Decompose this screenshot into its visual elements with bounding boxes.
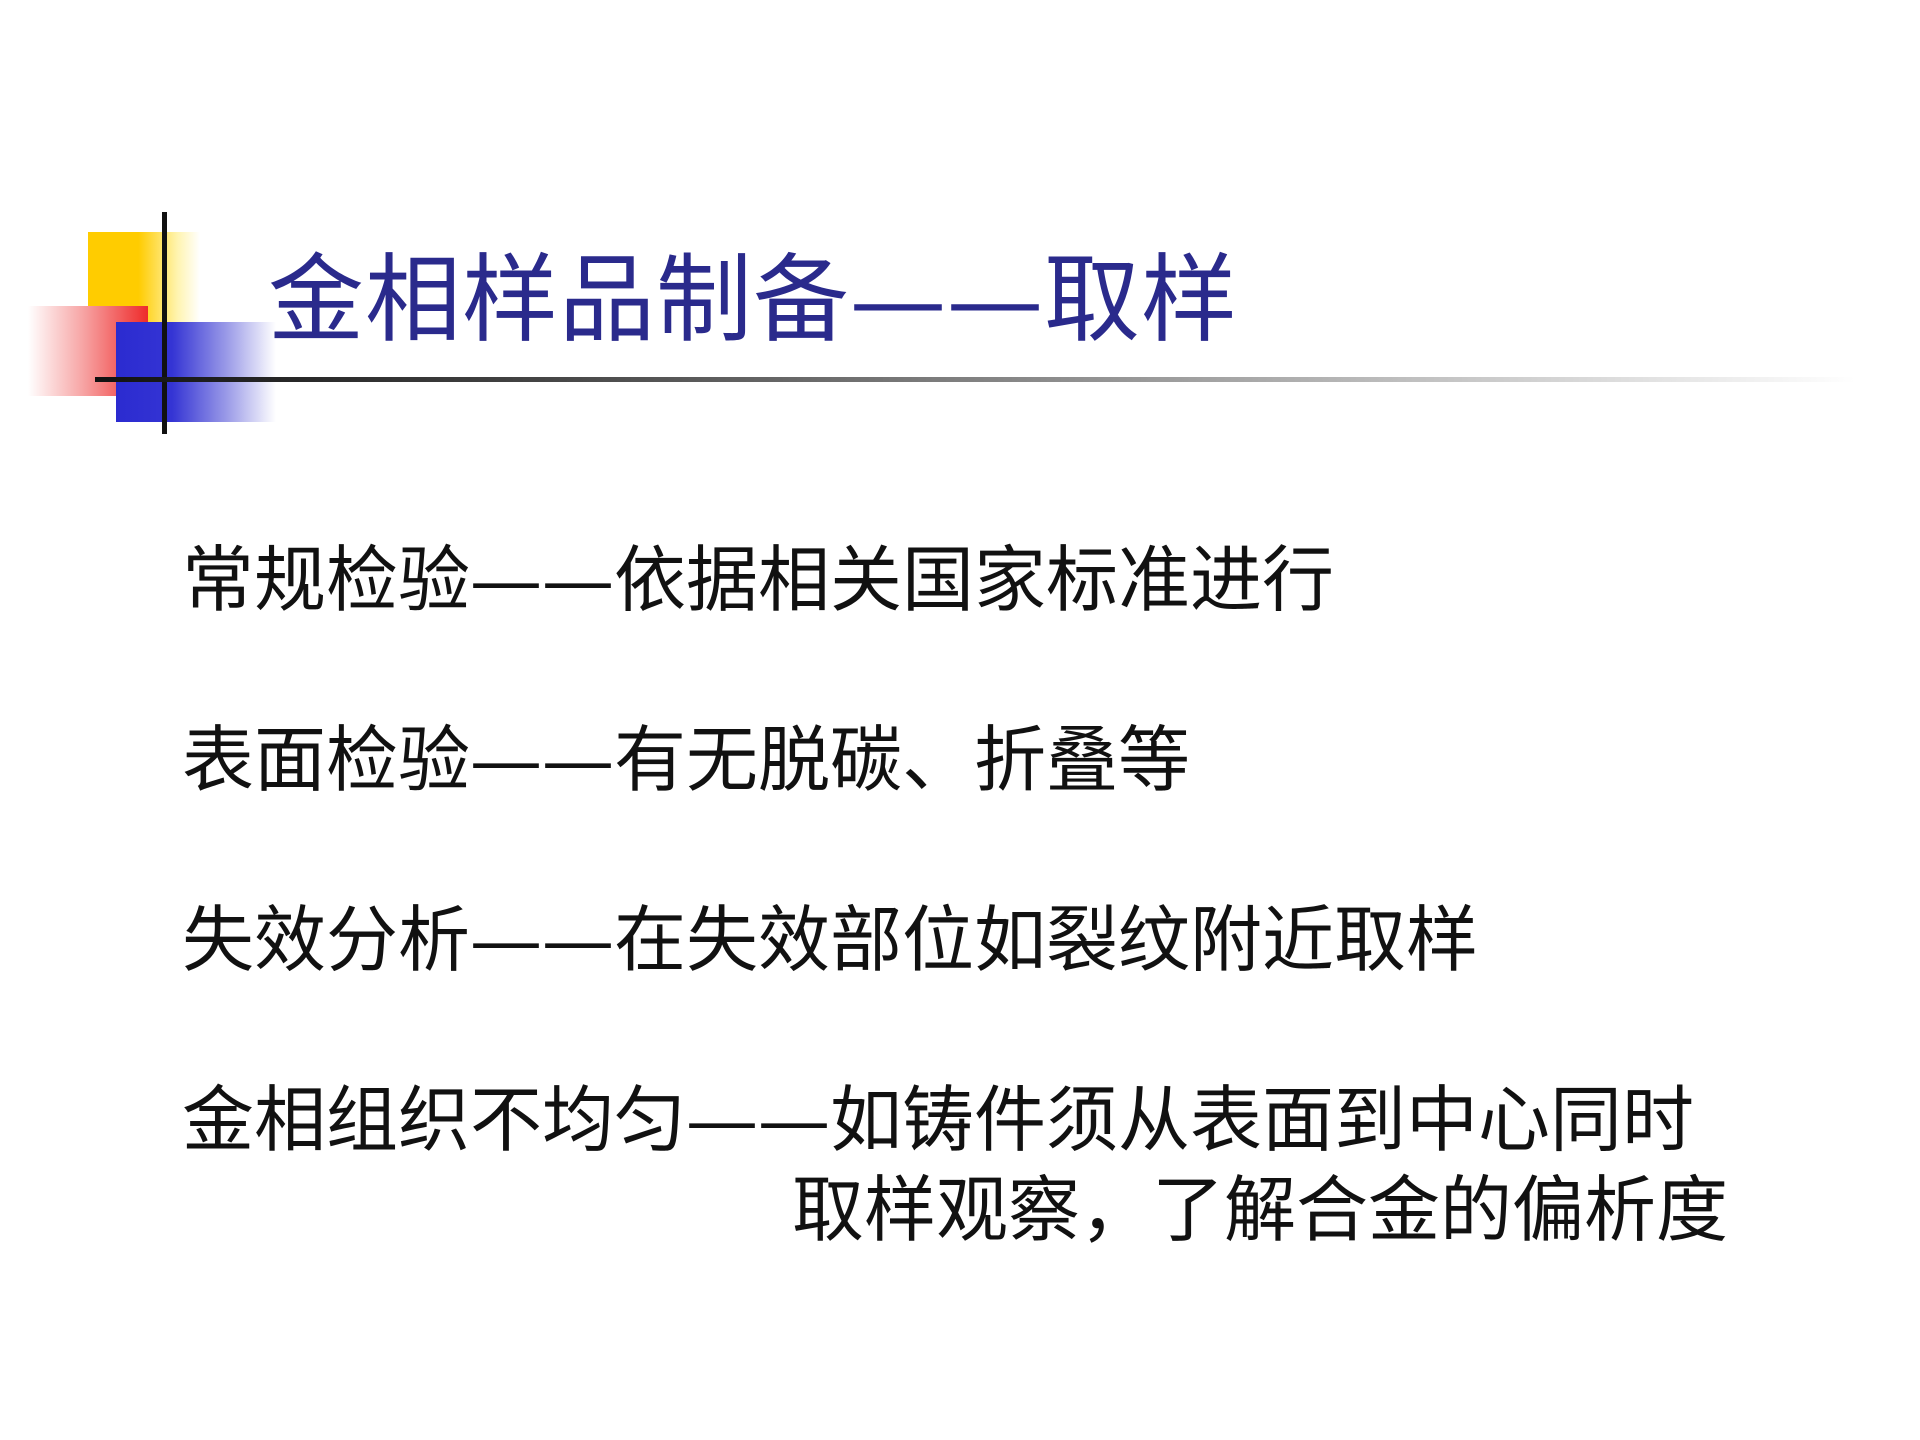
- list-item-routine-inspection: 常规检验——依据相关国家标准进行: [182, 538, 1335, 622]
- yellow-square-decoration: [88, 232, 200, 344]
- list-item-surface-inspection: 表面检验——有无脱碳、折叠等: [182, 718, 1191, 802]
- blue-square-decoration: [116, 322, 276, 422]
- content-list: 常规检验——依据相关国家标准进行 表面检验——有无脱碳、折叠等 失效分析——在失…: [182, 535, 1882, 1255]
- title-underline-rule: [95, 377, 1855, 382]
- red-square-decoration: [28, 306, 148, 396]
- list-item-nonuniform-structure: 金相组织不均匀——如铸件须从表面到中心同时: [182, 1078, 1695, 1162]
- list-item-nonuniform-structure-continuation: 取样观察，了解合金的偏析度: [792, 1168, 1729, 1252]
- list-item-failure-analysis: 失效分析——在失效部位如裂纹附近取样: [182, 898, 1479, 982]
- vertical-rule: [162, 212, 167, 434]
- title-decoration: [0, 0, 1920, 460]
- slide-title: 金相样品制备——取样: [268, 244, 1238, 356]
